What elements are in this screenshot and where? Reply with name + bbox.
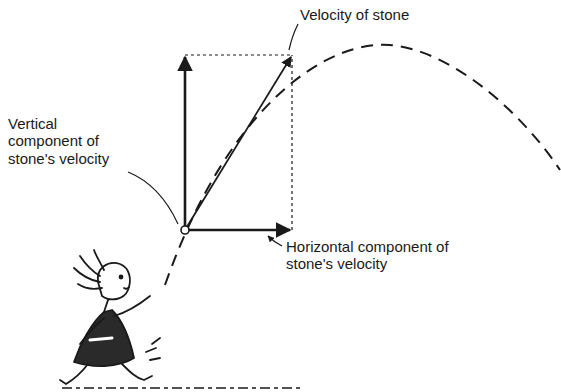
ground-line: [62, 387, 300, 389]
trajectory: [165, 45, 560, 285]
vector-label: Vertical component of stone's velocity: [8, 115, 133, 167]
construction-line: [291, 55, 292, 230]
vector-label: Velocity of stone: [300, 6, 470, 23]
leader-line: [289, 24, 298, 50]
velocity-vector: [185, 57, 291, 230]
horizontal-vector: [185, 229, 290, 232]
stone: [181, 226, 189, 234]
leader-arrow: [268, 236, 282, 246]
girl-figure: [60, 250, 160, 384]
leader-line: [128, 172, 178, 224]
vertical-vector: [184, 57, 187, 230]
vector-label: Horizontal component of stone's velocity: [286, 238, 451, 273]
construction-line: [185, 54, 292, 55]
